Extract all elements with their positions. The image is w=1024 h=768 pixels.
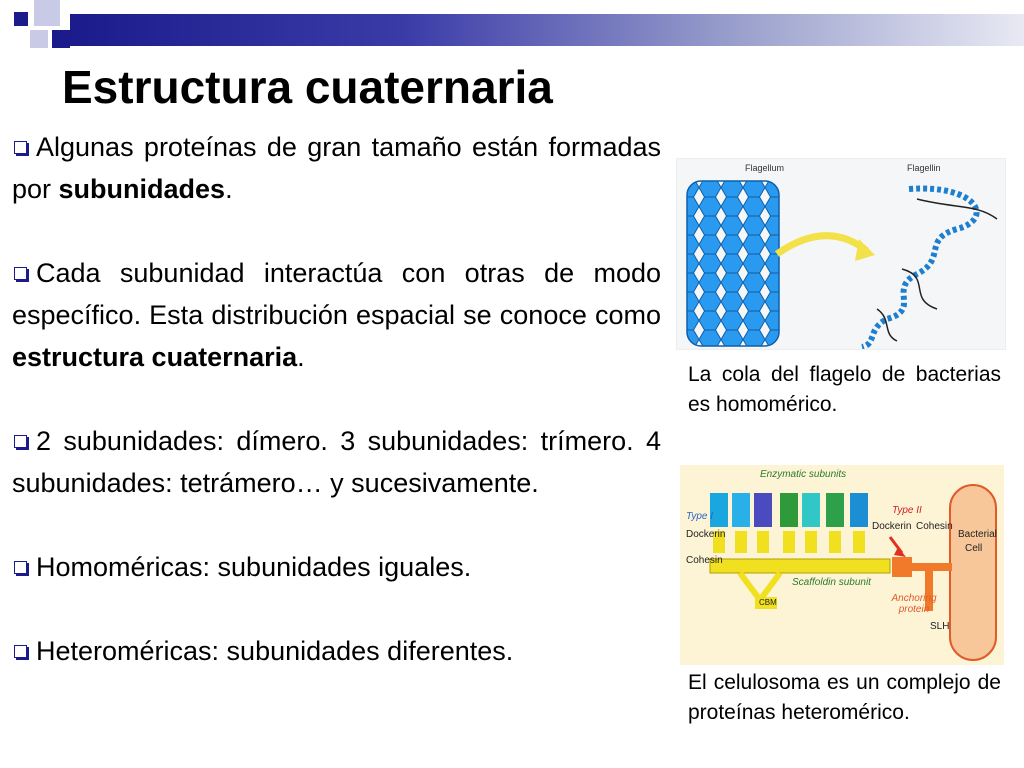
- bullet-list: Algunas proteínas de gran tamaño están f…: [12, 126, 661, 672]
- bullet-paragraph: Cada subunidad interactúa con otras de m…: [12, 252, 661, 378]
- paragraph-text: Cada subunidad interactúa con otras de m…: [12, 258, 661, 330]
- cellulosome-figure: Enzymatic subunits Type I Dockerin Cohes…: [680, 465, 1004, 665]
- scaffoldin-label: Scaffoldin subunit: [792, 577, 871, 588]
- cohesin-label: Cohesin: [686, 555, 723, 566]
- bacterial-label: Bacterial: [958, 529, 997, 540]
- anchoring-label: Anchoring protein: [891, 593, 937, 615]
- checkbox-bullet-icon: [14, 140, 27, 154]
- dockerin-label: Dockerin: [872, 521, 912, 532]
- header-gradient-bar: [70, 14, 1024, 46]
- flagellum-label: Flagellum: [745, 163, 785, 173]
- type1-label: Type I: [686, 511, 714, 522]
- dockerin-label: Dockerin: [686, 529, 726, 540]
- paragraph-text: Heteroméricas: subunidades diferentes.: [36, 636, 514, 666]
- paragraph-text: .: [297, 342, 305, 372]
- figure2-caption: El celulosoma es un complejo de proteína…: [688, 671, 1001, 724]
- bullet-paragraph: 2 subunidades: dímero. 3 subunidades: tr…: [12, 420, 661, 504]
- bullet-paragraph: Heteroméricas: subunidades diferentes.: [12, 630, 661, 672]
- bullet-paragraph: Homoméricas: subunidades iguales.: [12, 546, 661, 588]
- bold-term: estructura cuaternaria: [12, 342, 298, 372]
- decor-square: [14, 12, 28, 26]
- bullet-paragraph: Algunas proteínas de gran tamaño están f…: [12, 126, 661, 210]
- flagellin-label: Flagellin: [907, 163, 941, 173]
- type2-label: Type II: [892, 505, 922, 516]
- checkbox-bullet-icon: [14, 560, 27, 574]
- paragraph-text: 2 subunidades: dímero. 3 subunidades: tr…: [12, 426, 661, 498]
- enzymatic-label: Enzymatic subunits: [760, 469, 847, 480]
- paragraph-text: .: [225, 174, 233, 204]
- slide-title: Estructura cuaternaria: [62, 61, 553, 113]
- slh-label: SLH: [930, 621, 950, 632]
- bold-term: subunidades: [58, 174, 226, 204]
- checkbox-bullet-icon: [14, 266, 27, 280]
- decor-square: [34, 0, 60, 26]
- checkbox-bullet-icon: [14, 644, 27, 658]
- cohesin-label: Cohesin: [916, 521, 953, 532]
- decor-square: [52, 30, 70, 48]
- flagellum-figure: Flagellum Flagellin: [676, 158, 1006, 350]
- figure1-caption: La cola del flagelo de bacterias es homo…: [688, 363, 1001, 416]
- flagellum-illustration: [686, 180, 998, 350]
- decor-square: [30, 30, 48, 48]
- paragraph-text: Algunas proteínas de gran tamaño están f…: [12, 132, 661, 204]
- cell-label: Cell: [965, 543, 983, 554]
- cellulosome-illustration: [709, 484, 997, 661]
- paragraph-text: Homoméricas: subunidades iguales.: [36, 552, 472, 582]
- cbm-label: CBM: [759, 598, 777, 607]
- checkbox-bullet-icon: [14, 434, 27, 448]
